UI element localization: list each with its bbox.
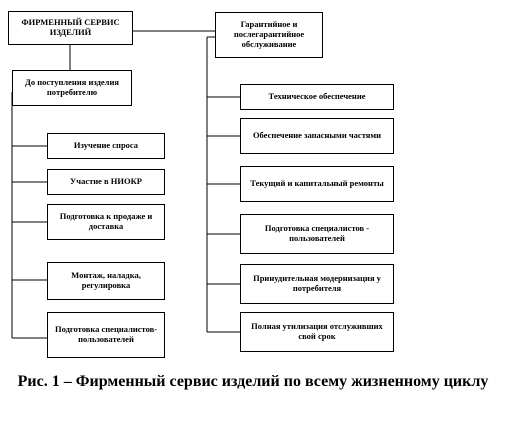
right-item-full-disposal: Полная утилизация отслуживших свой срок <box>240 312 394 352</box>
right-item-technical-support: Техническое обеспечение <box>240 84 394 110</box>
root-node: ФИРМЕННЫЙ СЕРВИС ИЗДЕЛИЙ <box>8 11 133 45</box>
left-item-demand-study: Изучение спроса <box>47 133 165 159</box>
left-item-user-training: Подготовка специалистов-пользователей <box>47 312 165 358</box>
left-item-sale-preparation: Подготовка к продаже и доставка <box>47 204 165 240</box>
right-branch-title: Гарантийное и послегарантийное обслужива… <box>215 12 323 58</box>
right-item-spare-parts: Обеспечение запасными частями <box>240 118 394 154</box>
connector-lines <box>11 30 240 339</box>
left-item-rnd-participation: Участие в НИОКР <box>47 169 165 195</box>
left-branch-title: До поступления изделия потребителю <box>12 70 132 106</box>
right-item-user-training: Подготовка специалистов - пользователей <box>240 214 394 254</box>
right-item-repairs: Текущий и капитальный ремонты <box>240 166 394 202</box>
right-item-forced-modernization: Принудительная модернизация у потребител… <box>240 264 394 304</box>
left-item-installation: Монтаж, наладка, регулировка <box>47 262 165 300</box>
figure-caption: Рис. 1 – Фирменный сервис изделий по все… <box>17 373 489 390</box>
